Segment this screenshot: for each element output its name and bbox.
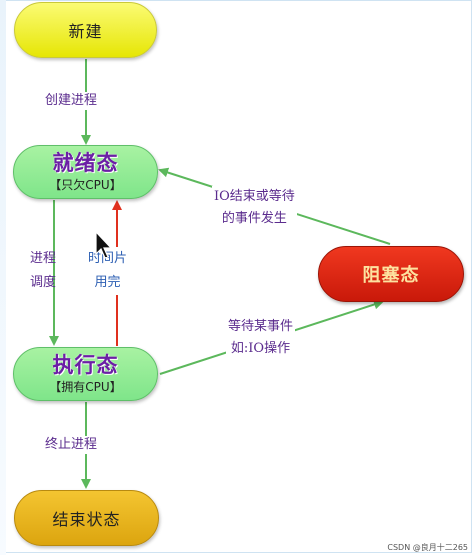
state-ready: 就绪态 【只欠CPU】 — [13, 145, 158, 199]
state-blocked-label: 阻塞态 — [362, 265, 420, 286]
state-ready-sub: 【只欠CPU】 — [49, 178, 122, 192]
edge-label-terminate: 终止进程 — [45, 436, 98, 454]
state-blocked: 阻塞态 — [318, 246, 464, 302]
edge-label-timeslice: 时间片 用完 — [88, 247, 128, 295]
state-new-label: 新建 — [68, 22, 103, 41]
edge-label-schedule: 进程 调度 — [30, 247, 56, 295]
edge-label-io-done-line2: 的事件发生 — [212, 208, 297, 230]
state-end: 结束状态 — [14, 490, 159, 546]
edge-label-io-done: IO结束或等待 的事件发生 — [212, 186, 297, 230]
state-running: 执行态 【拥有CPU】 — [13, 347, 158, 401]
edge-label-wait-line1: 等待某事件 — [226, 316, 296, 338]
state-new: 新建 — [14, 2, 157, 58]
edge-label-io-done-line1: IO结束或等待 — [212, 186, 297, 208]
edge-label-schedule-line2: 调度 — [30, 275, 57, 290]
edge-label-schedule-line1: 进程 — [30, 251, 57, 266]
edge-label-wait: 等待某事件 如:IO操作 — [226, 316, 296, 360]
edge-label-timeslice-line1: 时间片 — [88, 247, 128, 271]
state-running-title: 执行态 — [52, 353, 119, 377]
edge-label-wait-line2: 如:IO操作 — [226, 338, 296, 360]
edge-label-timeslice-line2: 用完 — [88, 271, 128, 295]
edge-label-create: 创建进程 — [45, 92, 98, 110]
state-ready-title: 就绪态 — [52, 151, 119, 175]
state-running-sub: 【拥有CPU】 — [49, 380, 122, 394]
mouse-pointer-icon — [95, 231, 113, 259]
state-end-label: 结束状态 — [52, 510, 121, 529]
watermark: CSDN @良月十二265 — [387, 543, 468, 552]
sidebar-strip — [0, 0, 6, 555]
